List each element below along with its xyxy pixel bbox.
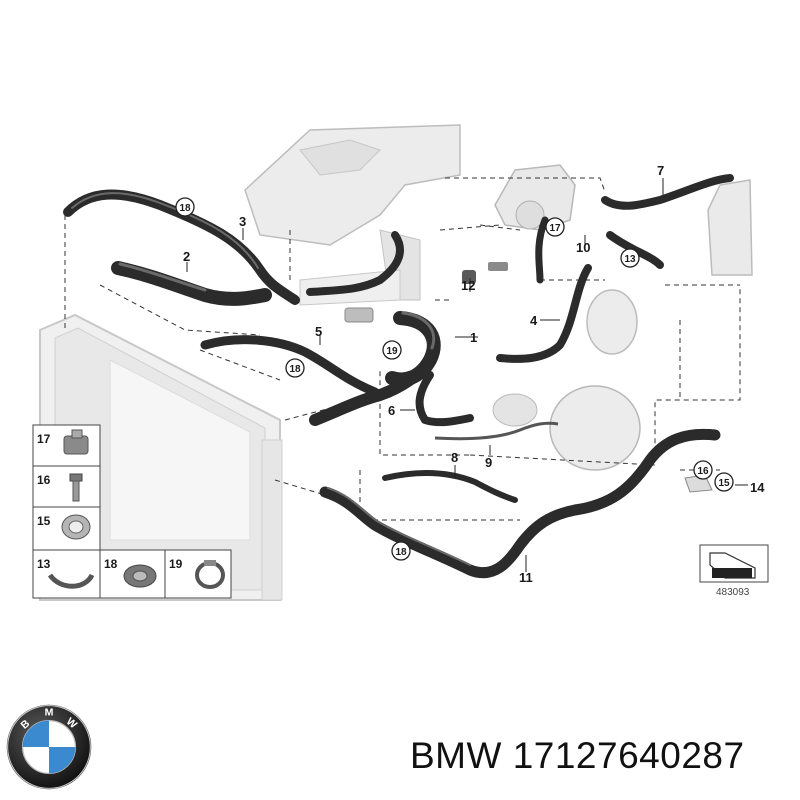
svg-text:18: 18 [289,364,301,375]
hose-8 [382,470,518,503]
clip-17-icon [63,429,89,455]
svg-text:13: 13 [624,254,636,265]
svg-text:18: 18 [395,547,407,558]
leader-lines [186,178,748,572]
expansion-tank [707,179,753,276]
hose-4 [496,264,592,363]
svg-text:18: 18 [179,203,191,214]
legend-label-15: 15 [37,514,51,528]
label-6: 6 [388,403,395,418]
clamp-18-icon [123,564,157,588]
reference-box: 483093 [699,544,769,598]
label-9: 9 [485,455,492,470]
hose-1 [385,311,441,387]
label-8: 8 [451,450,458,465]
thermostat-housing [494,164,576,231]
label-1: 1 [470,330,477,345]
coolant-tank-large [492,385,641,471]
bolt-16-icon [69,473,83,502]
label-4: 4 [530,313,538,328]
svg-text:15: 15 [718,478,730,489]
label-2: 2 [183,249,190,264]
reference-number: 483093 [716,587,750,598]
bmw-logo-icon: B M W [6,704,92,790]
callout-18-a: 18 [175,197,195,217]
legend-label-18: 18 [104,557,118,571]
callout-18-c: 18 [391,541,411,561]
svg-text:19: 19 [386,346,398,357]
label-12: 12 [461,278,475,293]
callout-16: 16 [693,460,713,480]
legend-label-16: 16 [37,473,51,487]
brand-part-number: BMW 17127640287 [410,735,745,776]
clamp-19-icon [195,560,225,589]
label-7: 7 [657,163,664,178]
pipe-9 [434,421,559,441]
part-12 [462,262,508,284]
legend-label-17: 17 [37,432,51,446]
callout-17: 17 [545,217,565,237]
callout-15: 15 [714,472,734,492]
label-10: 10 [576,240,590,255]
parts-legend: 17 16 15 13 18 19 [32,424,232,599]
legend-label-13: 13 [37,557,51,571]
hose-11 [319,428,721,579]
intake-manifold [244,124,461,306]
logo-letter-m: M [45,706,54,718]
clamp-13-icon [47,573,95,589]
svg-text:17: 17 [549,223,561,234]
label-5: 5 [315,324,322,339]
hose-2 [111,261,272,306]
svg-text:16: 16 [697,466,709,477]
legend-label-19: 19 [169,557,183,571]
callout-19: 19 [382,340,402,360]
connector-small [344,307,374,323]
label-14: 14 [750,480,765,495]
clamp-15-icon [61,514,91,540]
callout-18-b: 18 [285,358,305,378]
reservoir-small [586,289,638,355]
hose-6 [415,371,474,427]
label-11: 11 [519,570,533,585]
hose-upper-right [306,174,734,296]
callout-13: 13 [620,248,640,268]
hose-3 [63,189,300,305]
label-3: 3 [239,214,246,229]
